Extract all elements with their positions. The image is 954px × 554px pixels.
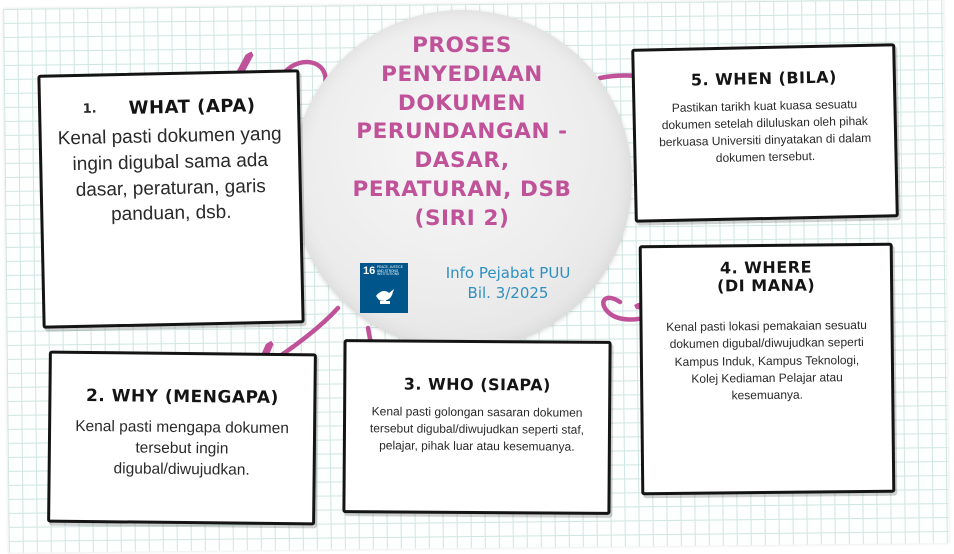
- when-description: Pastikan tarikh kuat kuasa sesuatu dokum…: [658, 97, 872, 166]
- when-box: 5. WHEN (BILA) Pastikan tarikh kuat kuas…: [631, 43, 899, 223]
- why-description: Kenal pasti mengapa dokumen tersebut ing…: [75, 417, 290, 479]
- info-title: Info Pejabat PUU: [445, 264, 571, 282]
- where-title-line2: (DI MANA): [717, 275, 816, 296]
- main-title-line: DASAR,: [414, 148, 510, 174]
- sdg-label: PEACE, JUSTICE AND STRONG INSTITUTIONS: [377, 265, 403, 277]
- where-description: Kenal pasti lokasi pemakaian sesuatu dok…: [666, 318, 868, 403]
- sdg-16-logo: 16 PEACE, JUSTICE AND STRONG INSTITUTION…: [360, 263, 408, 313]
- main-title-line: PENYEDIAAN: [381, 61, 543, 87]
- sdg-number: 16: [363, 265, 376, 277]
- why-box: 2. WHY (MENGAPA) Kenal pasti mengapa dok…: [47, 350, 317, 526]
- what-description: Kenal pasti dokumen yang ingin digubal s…: [57, 123, 282, 226]
- center-circle: PROSES PENYEDIAAN DOKUMEN PERUNDANGAN - …: [292, 10, 632, 350]
- who-box: 3. WHO (SIAPA) Kenal pasti golongan sasa…: [342, 339, 612, 515]
- main-title-line: PERATURAN, DSB: [352, 176, 572, 202]
- what-title: WHAT (APA): [128, 95, 256, 119]
- main-title-line: DOKUMEN: [397, 90, 527, 116]
- what-box: 1. WHAT (APA) Kenal pasti dokumen yang i…: [37, 69, 305, 329]
- dove-gavel-icon: [376, 289, 394, 304]
- info-caption: Info Pejabat PUU Bil. 3/2025: [418, 263, 598, 304]
- what-number: 1.: [82, 101, 97, 117]
- main-title: PROSES PENYEDIAAN DOKUMEN PERUNDANGAN - …: [292, 32, 632, 234]
- why-title: 2. WHY (MENGAPA): [85, 385, 279, 409]
- who-title: 3. WHO (SIAPA): [403, 374, 551, 395]
- main-title-line: PROSES: [412, 33, 512, 58]
- main-title-line: (SIRI 2): [414, 205, 510, 231]
- where-box: 4. WHERE (DI MANA) Kenal pasti lokasi pe…: [638, 242, 896, 496]
- who-description: Kenal pasti golongan sasaran dokumen ter…: [369, 404, 585, 454]
- where-title: 4. WHERE (DI MANA): [642, 258, 890, 296]
- what-title-row: 1. WHAT (APA): [41, 94, 297, 120]
- main-title-line: PERUNDANGAN -: [356, 119, 568, 145]
- when-title: 5. WHEN (BILA): [690, 67, 838, 90]
- info-number: Bil. 3/2025: [467, 284, 549, 303]
